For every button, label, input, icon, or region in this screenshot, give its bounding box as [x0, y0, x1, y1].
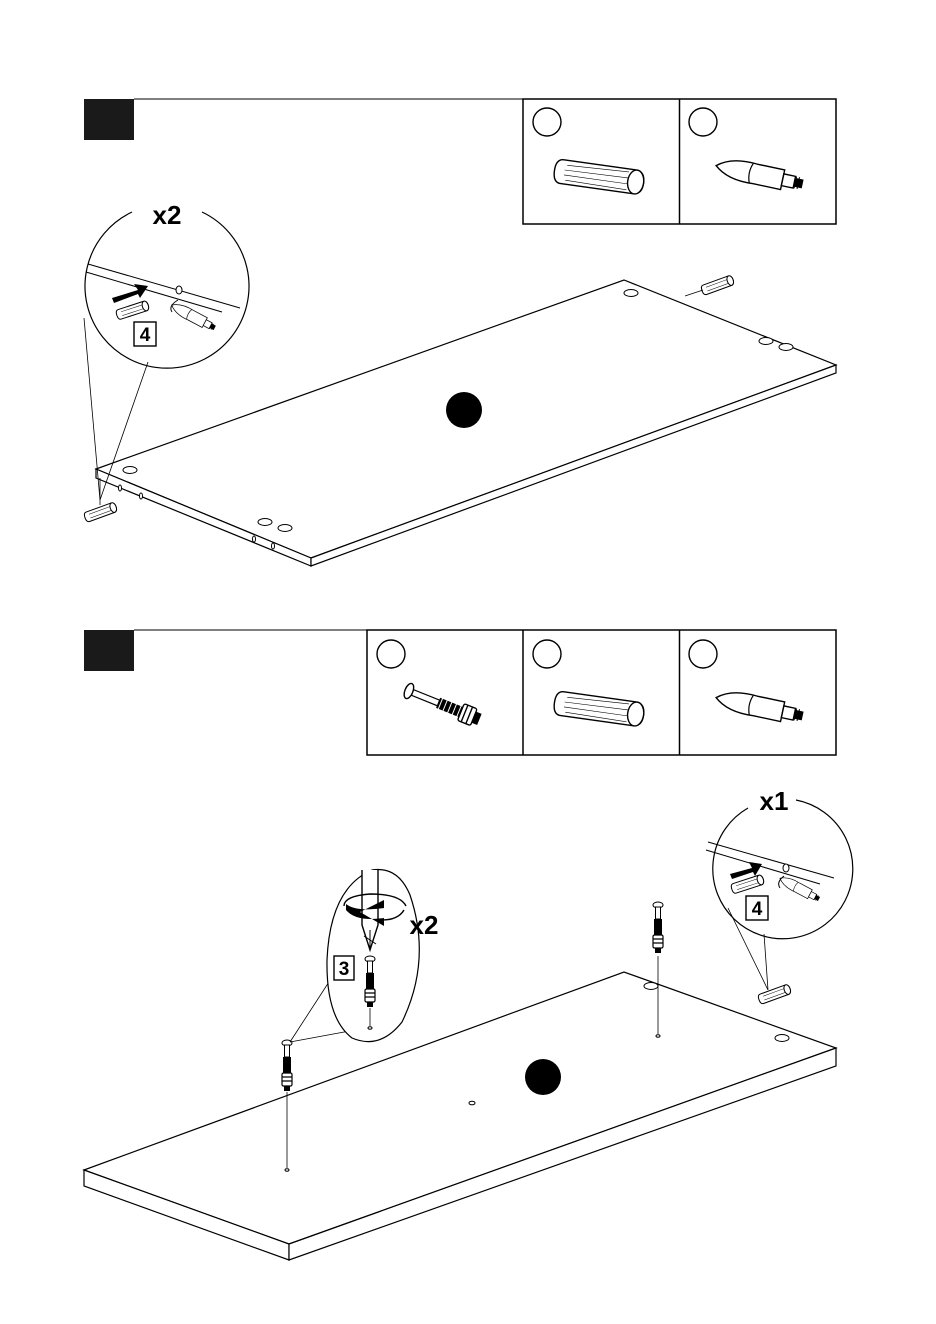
step-1: 4 x2 [83, 99, 836, 566]
board-marker-dot [446, 392, 482, 428]
quantity-label: x1 [760, 786, 789, 816]
part-number-circle [533, 108, 561, 136]
cam-bolt-icon [169, 300, 217, 333]
screwdriver-callout: 3 x2 [290, 870, 438, 1042]
cam-screw-icon [653, 902, 663, 953]
board-panel-2 [84, 902, 836, 1260]
part-number-label: 4 [752, 899, 763, 920]
step-number-block [84, 99, 134, 140]
part-number-circle [533, 640, 561, 668]
wooden-dowel-icon [115, 300, 149, 320]
wooden-dowel-icon [83, 502, 117, 523]
parts-panel [367, 630, 836, 755]
wooden-dowel-icon [700, 275, 734, 296]
part-number-circle [689, 640, 717, 668]
part-number-label: 3 [339, 959, 350, 980]
cam-screw-icon [282, 1040, 292, 1091]
step-2: 3 x2 4 x1 [84, 630, 853, 1260]
quantity-label: x2 [410, 910, 439, 940]
part-number-circle [689, 108, 717, 136]
quantity-label: x2 [153, 200, 182, 230]
part-number-circle [377, 640, 405, 668]
wooden-dowel-icon [757, 984, 791, 1005]
part-number-label: 4 [140, 325, 151, 346]
detail-callout: 4 x1 [706, 786, 853, 990]
parts-panel [523, 99, 836, 224]
step-number-block [84, 630, 134, 671]
board-marker-dot [525, 1059, 561, 1095]
